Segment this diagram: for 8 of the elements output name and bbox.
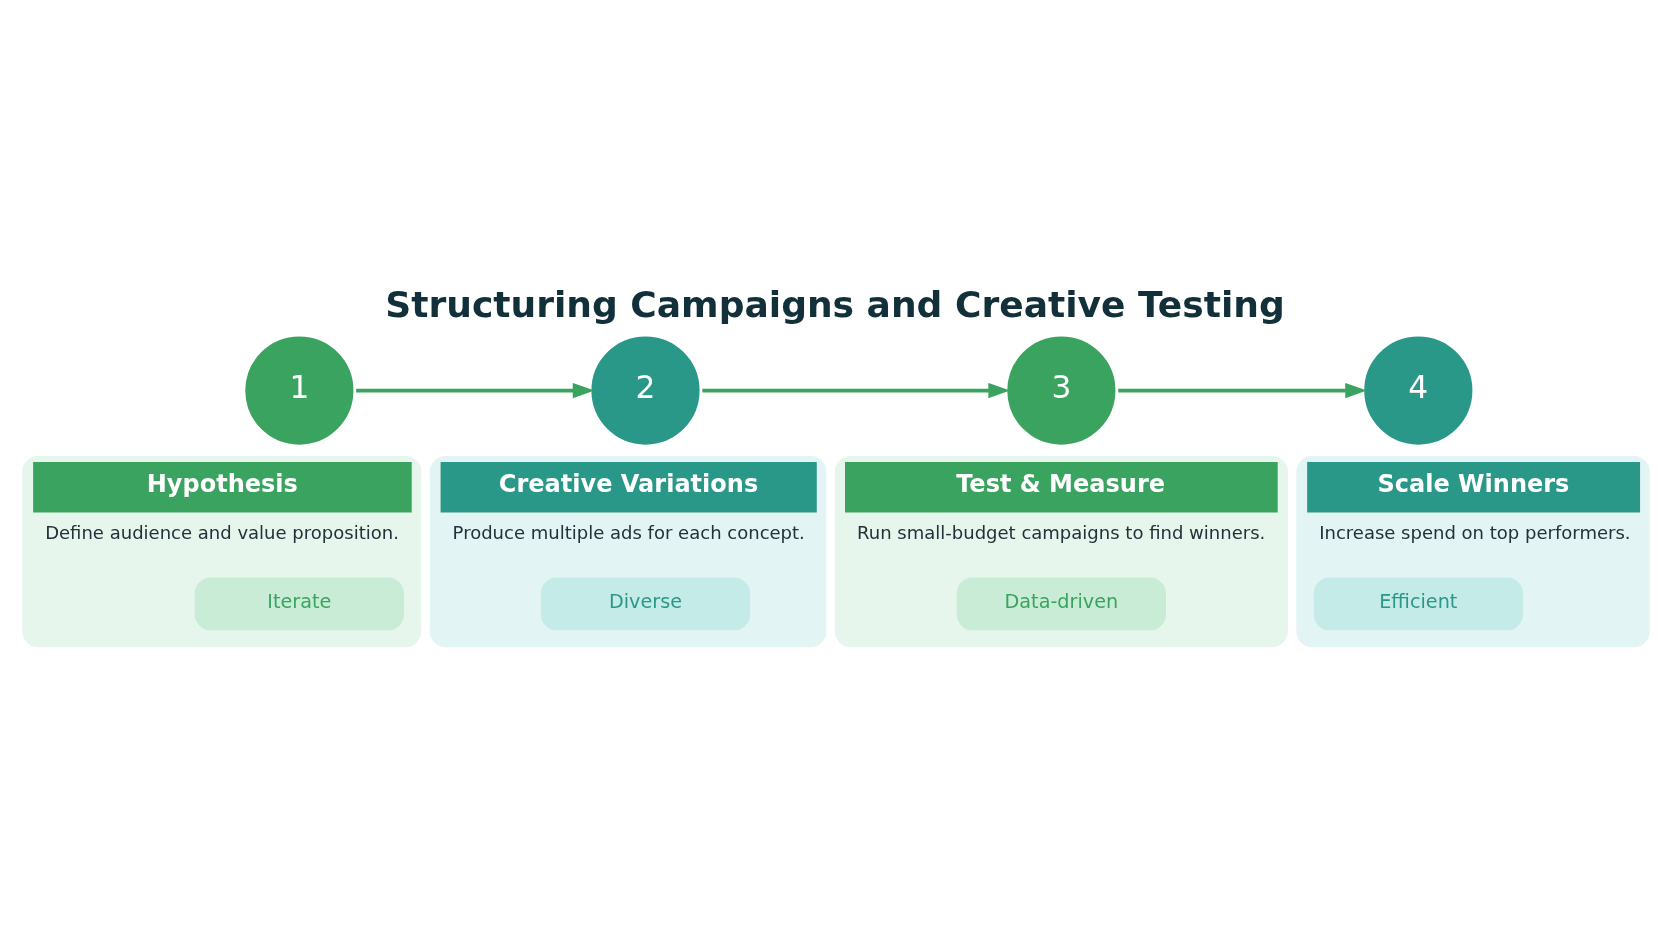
arrow [702, 383, 1011, 399]
arrow [1118, 383, 1367, 399]
arrow [356, 383, 595, 399]
node-box: Data-driven [956, 577, 1166, 631]
node-box: Diverse [540, 577, 751, 631]
node-box: Iterate [194, 577, 404, 631]
node-box: Efficient [1313, 577, 1523, 631]
diagram-title: Structuring Campaigns and Creative Testing [385, 284, 1285, 327]
